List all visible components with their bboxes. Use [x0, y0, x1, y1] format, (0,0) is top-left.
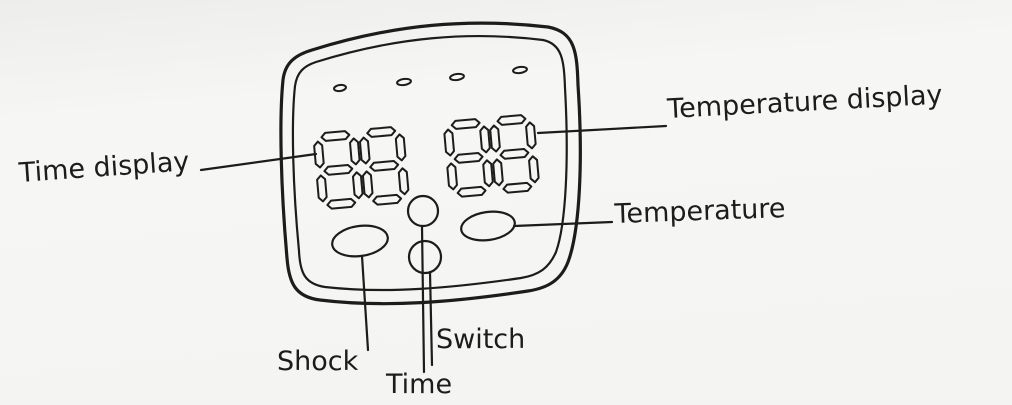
leader-line-time — [428, 270, 434, 367]
time-digit-1 — [313, 130, 364, 210]
panel-inner-frame — [291, 34, 568, 292]
indicator-light-1 — [333, 83, 347, 93]
shock-button[interactable] — [330, 222, 390, 260]
leader-line-shock — [360, 254, 370, 352]
shock-label: Shock — [277, 346, 359, 377]
leader-line-switch — [420, 224, 426, 374]
leader-line-temperature — [512, 220, 614, 228]
switch-button[interactable] — [406, 194, 440, 228]
temperature-digit-2 — [489, 114, 540, 194]
switch-label: Switch — [436, 324, 526, 355]
panel-outer-frame — [279, 21, 582, 306]
time-label: Time — [386, 369, 453, 400]
temperature-digit-1 — [443, 118, 494, 198]
indicator-light-4 — [512, 65, 528, 75]
indicator-light-2 — [396, 77, 412, 87]
time-digit-2 — [358, 126, 410, 206]
time-display-digits — [313, 126, 410, 210]
indicator-light-3 — [449, 72, 465, 82]
leader-line-temperature-display — [536, 124, 668, 135]
temperature-label: Temperature — [613, 193, 786, 230]
temperature-display-digits — [443, 114, 540, 198]
temperature-button[interactable] — [459, 208, 516, 243]
time-button[interactable] — [407, 239, 443, 275]
leader-line-time-display — [199, 152, 318, 172]
